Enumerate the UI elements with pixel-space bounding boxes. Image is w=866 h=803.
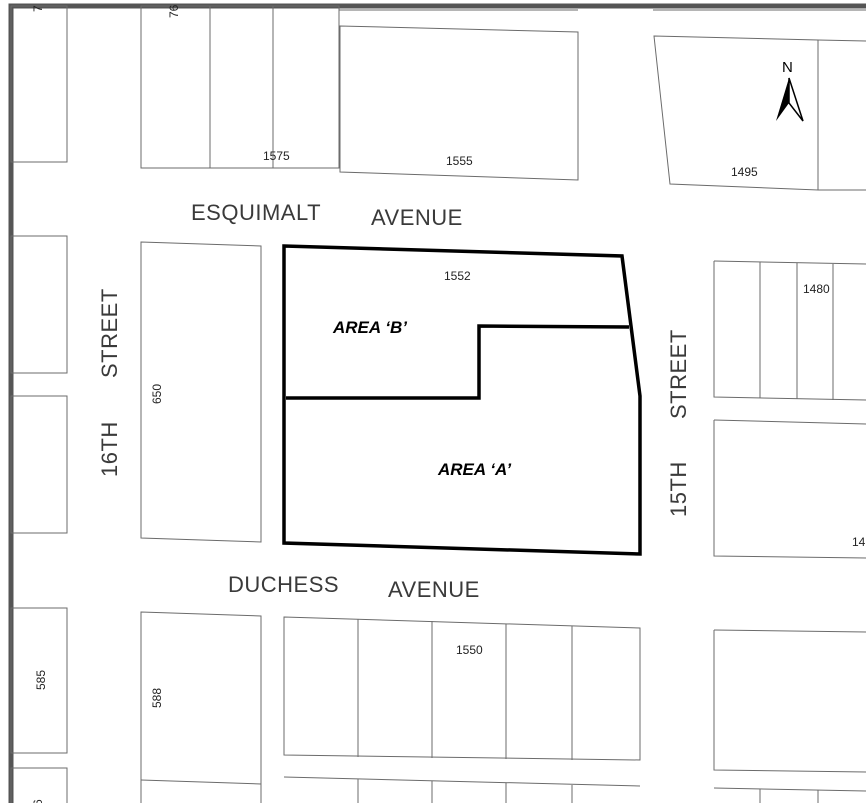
north-letter: N xyxy=(782,59,793,76)
address-588: 588 xyxy=(150,688,164,708)
lots-16th-block xyxy=(140,241,262,803)
lots-right xyxy=(713,260,866,803)
address-1552: 1552 xyxy=(444,269,471,283)
address-14: 14 xyxy=(852,535,866,549)
north-arrow-icon: N xyxy=(776,59,804,122)
address-1480: 1480 xyxy=(803,282,830,296)
lots-bottom-middle xyxy=(283,616,641,803)
street-duchess-name: DUCHESS xyxy=(228,572,339,597)
street-16th-name: 16TH xyxy=(97,421,122,477)
address-7: 7 xyxy=(31,5,45,12)
address-1555: 1555 xyxy=(446,154,473,168)
lots-top-left xyxy=(10,5,579,181)
area-b-label: AREA ‘B’ xyxy=(332,318,407,337)
street-15th-name: 15TH xyxy=(666,461,691,517)
lots-top-right xyxy=(653,9,866,191)
street-15th-type: STREET xyxy=(666,329,691,419)
address-1550: 1550 xyxy=(456,643,483,657)
area-divider-line xyxy=(286,324,630,400)
subject-boundary xyxy=(282,244,642,556)
north-arrow-right-half xyxy=(788,77,804,122)
address-6: 6 xyxy=(31,799,45,803)
area-a-label: AREA ‘A’ xyxy=(437,460,511,479)
street-duchess-type: AVENUE xyxy=(388,577,480,602)
address-1495: 1495 xyxy=(731,165,758,179)
street-esquimalt-type: AVENUE xyxy=(371,205,463,230)
address-650: 650 xyxy=(150,384,164,404)
address-1575: 1575 xyxy=(263,149,290,163)
street-esquimalt-name: ESQUIMALT xyxy=(191,200,321,225)
area-boundary-outer xyxy=(282,244,642,556)
address-585: 585 xyxy=(34,670,48,690)
north-arrow-left-half xyxy=(776,78,789,121)
street-16th-type: STREET xyxy=(97,288,122,378)
address-76: 76 xyxy=(167,4,181,18)
lots-left xyxy=(10,235,68,803)
map-frame xyxy=(8,3,866,803)
